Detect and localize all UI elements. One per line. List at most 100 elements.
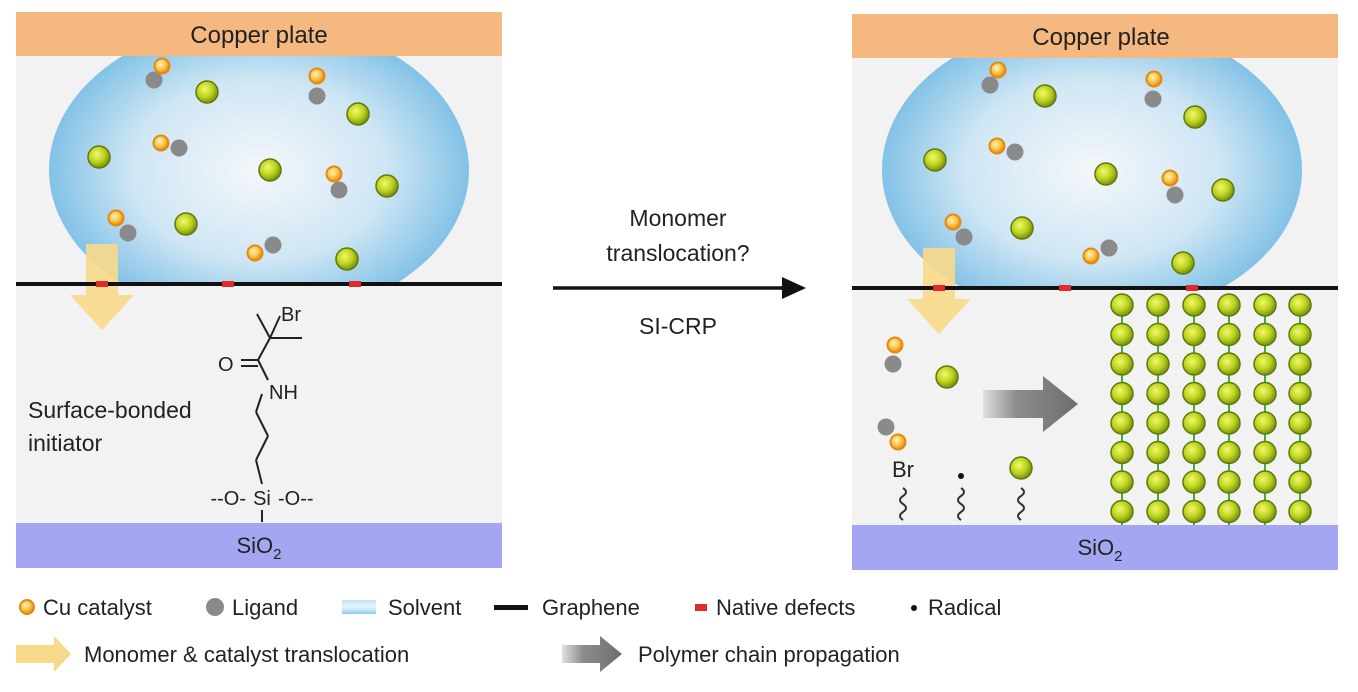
polymer-monomer-unit [1217, 411, 1241, 435]
right-catalyst-ligand-pairs [944, 61, 1184, 265]
monomer-icon [923, 148, 947, 172]
right-sio2-label: SiO2 [1077, 535, 1122, 565]
polymer-monomer-unit [1288, 293, 1312, 317]
ligand-icon [145, 71, 163, 89]
chem-si-label: Si [253, 488, 271, 510]
cu-catalyst-icon [1161, 169, 1179, 187]
legend-cu-catalyst-icon [19, 599, 35, 615]
chem-br-label: Br [281, 304, 301, 326]
right-monomers [923, 84, 1235, 275]
polymer-monomer-unit [1146, 499, 1170, 524]
legend-translocation-label: Monomer & catalyst translocation [84, 642, 409, 667]
right-panel: Copper plate [852, 14, 1338, 570]
tether-br-label: Br [892, 457, 914, 482]
ligand-icon [170, 139, 188, 157]
cu-catalyst-icon [246, 244, 264, 262]
cu-catalyst-icon [1145, 70, 1163, 88]
tether-chain-radical [957, 487, 965, 521]
polymer-monomer-unit [1217, 499, 1241, 524]
monomer-icon [375, 174, 399, 198]
monomer-icon [1183, 105, 1207, 129]
cu-catalyst-icon [988, 137, 1006, 155]
left-sio2-label: SiO2 [236, 533, 281, 563]
legend-cu-catalyst-label: Cu catalyst [43, 595, 152, 620]
polymer-monomer-unit [1182, 440, 1206, 465]
ligand-icon [1100, 239, 1118, 257]
monomer-icon [1033, 84, 1057, 108]
initiator-structure [241, 313, 302, 522]
chem-o-right: -O-- [278, 488, 314, 510]
polymer-monomer-unit [1110, 381, 1134, 406]
legend-graphene-label: Graphene [542, 595, 640, 620]
polymer-monomer-unit [1182, 411, 1206, 435]
polymer-monomer-unit [1110, 440, 1134, 465]
cu-catalyst-icon [889, 433, 907, 451]
monomer-icon [335, 247, 359, 271]
polymer-monomer-unit [1253, 322, 1277, 347]
polymer-monomer-unit [1217, 322, 1241, 347]
legend-native-defects-label: Native defects [716, 595, 855, 620]
monomer-icon [346, 102, 370, 126]
polymer-monomer-unit [1146, 381, 1170, 406]
left-sio2-layer [16, 523, 502, 568]
center-top-line2: translocation? [606, 240, 749, 266]
monomer-icon [174, 212, 198, 236]
monomer-icon [935, 365, 959, 389]
center-bottom-label: SI-CRP [639, 313, 717, 339]
right-copper-plate [852, 14, 1338, 58]
cu-catalyst-icon [886, 336, 904, 354]
right-sio2-layer [852, 525, 1338, 570]
polymer-monomer-unit [1217, 470, 1241, 494]
polymer-monomer-unit [1110, 322, 1134, 347]
monomer-icon [1094, 162, 1118, 186]
polymer-monomer-unit [1253, 440, 1277, 465]
monomer-icon [1010, 216, 1034, 240]
ligand-icon [884, 355, 902, 373]
tether-chain-monomer [1017, 487, 1025, 521]
legend-propagation-label: Polymer chain propagation [638, 642, 900, 667]
ligand-icon [119, 224, 137, 242]
left-panel: Copper plate [16, 12, 502, 568]
polymer-monomer-unit [1217, 381, 1241, 406]
polymer-monomer-unit [1110, 470, 1134, 494]
legend-radical-label: Radical [928, 595, 1001, 620]
polymer-monomer-unit [1182, 381, 1206, 406]
polymer-monomer-unit [1288, 440, 1312, 465]
left-monomers [87, 80, 399, 271]
process-arrow-head [782, 277, 806, 299]
ligand-icon [264, 236, 282, 254]
legend-propagation-arrow-icon [562, 636, 622, 672]
polymer-monomer-unit [1110, 411, 1134, 435]
polymer-monomer-unit [1217, 352, 1241, 376]
polymer-monomer-unit [1288, 499, 1312, 524]
polymer-monomer-unit [1288, 352, 1312, 376]
polymer-monomer-unit [1146, 352, 1170, 376]
center-top-line1: Monomer [629, 205, 726, 231]
native-defect-icon [349, 281, 361, 287]
legend-ligand-label: Ligand [232, 595, 298, 620]
polymer-monomer-unit [1146, 411, 1170, 435]
polymer-monomer-unit [1146, 470, 1170, 494]
polymer-monomer-unit [1110, 293, 1134, 317]
polymer-monomer-unit [1217, 440, 1241, 465]
left-copper-label: Copper plate [190, 22, 327, 49]
polymer-monomer-unit [1253, 352, 1277, 376]
polymer-monomer-unit [1253, 293, 1277, 317]
cu-catalyst-icon [325, 165, 343, 183]
native-defect-icon [222, 281, 234, 287]
polymer-monomer-unit [1182, 293, 1206, 317]
cu-catalyst-icon [1082, 247, 1100, 265]
initiator-caption-line2: initiator [28, 430, 102, 456]
left-catalyst-ligand-pairs [107, 57, 348, 262]
polymer-monomer-unit [1253, 470, 1277, 494]
ligand-icon [1144, 90, 1162, 108]
ligand-icon [1166, 186, 1184, 204]
monomer-icon [1171, 251, 1195, 275]
ligand-icon [308, 87, 326, 105]
polymer-monomer-unit [1288, 411, 1312, 435]
native-defect-icon [96, 281, 108, 287]
center-process: Monomer translocation? SI-CRP [553, 205, 806, 339]
cu-catalyst-icon [153, 57, 171, 75]
legend: Cu catalyst Ligand Solvent Graphene Nati… [16, 595, 1001, 672]
